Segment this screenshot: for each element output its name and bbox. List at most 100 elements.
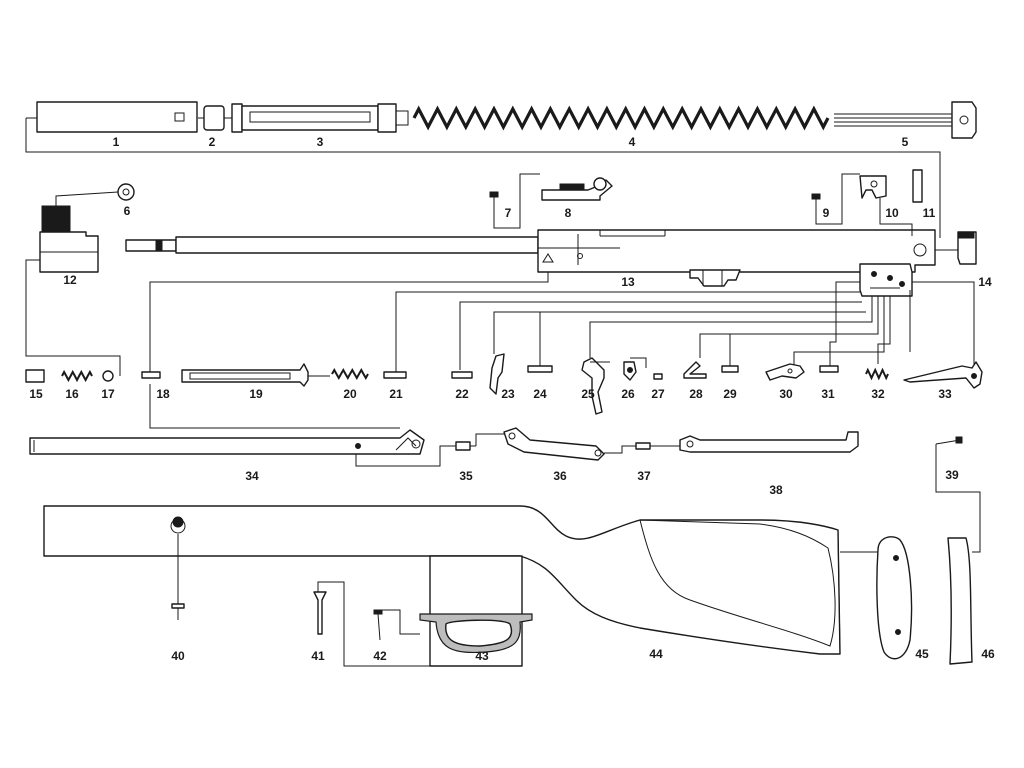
part-10-bracket [859,175,913,236]
part-label-27: 27 [651,387,665,401]
leaders-trigger-group [149,272,975,374]
part-label-14: 14 [978,275,992,289]
part-label-22: 22 [455,387,469,401]
part-31-pin [819,365,839,373]
part-label-33: 33 [938,387,952,401]
part-label-4: 4 [629,135,636,149]
part-44-stock [43,505,841,667]
part-label-16: 16 [65,387,79,401]
part-42-screw [373,609,420,641]
part-26-lever [623,361,637,381]
part-label-23: 23 [501,387,515,401]
part-27-pin [653,373,663,380]
part-19-cocking-link [181,363,330,387]
leader-row1 [25,118,941,238]
part-29-pin [721,365,739,373]
part-label-32: 32 [871,387,885,401]
part-41-screw [313,581,430,667]
part-trigger-housing [859,263,913,297]
part-5-spring-guide [834,101,977,139]
part-label-8: 8 [565,206,572,220]
part-label-7: 7 [505,206,512,220]
part-label-44: 44 [649,647,663,661]
part-label-11: 11 [923,206,936,220]
part-label-40: 40 [171,649,185,663]
part-3-piston [231,103,409,133]
leader-18 [149,384,400,429]
part-16-spring [61,369,93,383]
part-34-cocking-arm [29,429,425,455]
leader-12-to-17 [25,259,121,376]
part-28-spring [683,361,707,379]
part-label-6: 6 [124,204,131,218]
part-label-20: 20 [343,387,357,401]
part-2-spacer [198,105,232,131]
part-12-breech-block [39,205,99,273]
part-40-screw [171,534,185,620]
part-4-mainspring [412,105,830,131]
part-label-35: 35 [459,469,473,483]
part-label-46: 46 [981,647,995,661]
part-label-13: 13 [621,275,635,289]
part-46-butt-plate [947,537,973,665]
part-label-10: 10 [885,206,899,220]
part-label-42: 42 [373,649,387,663]
part-label-2: 2 [209,135,216,149]
part-label-39: 39 [945,468,959,482]
part-label-36: 36 [553,469,567,483]
part-13-barrel-receiver [125,229,936,287]
part-15-plug [25,369,45,383]
part-43-trigger-guard [419,613,533,654]
part-label-30: 30 [779,387,793,401]
part-label-12: 12 [63,273,77,287]
part-20-spring [331,367,369,381]
part-label-43: 43 [475,649,489,663]
part-label-41: 41 [311,649,325,663]
part-30-safety [765,363,805,381]
part-21-pin [383,371,407,379]
part-label-5: 5 [902,135,909,149]
part-23-sear [489,353,505,395]
leader-36-to-37 [604,445,636,454]
part-33-trigger-blade [903,361,983,389]
part-label-34: 34 [245,469,259,483]
part-label-1: 1 [113,135,120,149]
part-label-15: 15 [29,387,43,401]
part-32-spring [865,367,889,381]
part-label-21: 21 [389,387,403,401]
part-label-17: 17 [101,387,115,401]
part-1-cylinder-cap [36,101,198,133]
part-label-26: 26 [621,387,635,401]
part-label-9: 9 [823,206,830,220]
part-label-28: 28 [689,387,703,401]
part-label-18: 18 [156,387,170,401]
part-14-end-cap [957,231,977,265]
part-11-pin [912,169,923,203]
part-37-pin [635,442,680,450]
part-label-45: 45 [915,647,929,661]
part-17-ball [102,370,114,382]
part-18-pin [141,371,161,379]
part-label-19: 19 [249,387,263,401]
part-39-screw [935,436,981,553]
part-22-pin [451,371,473,379]
part-45-butt-pad [876,536,913,660]
part-24-pin [527,365,553,373]
part-7-screw [489,173,540,229]
part-35-pin [455,433,504,451]
part-36-link [503,427,605,461]
part-25-trigger [581,357,610,415]
part-38-link-bar [679,431,859,453]
part-8-latch [541,177,613,201]
part-6-nut [55,183,135,214]
part-label-24: 24 [533,387,547,401]
part-label-37: 37 [637,469,651,483]
part-label-3: 3 [317,135,324,149]
part-label-38: 38 [769,483,783,497]
part-9-screw [811,173,860,225]
part-label-31: 31 [821,387,835,401]
part-label-29: 29 [723,387,737,401]
